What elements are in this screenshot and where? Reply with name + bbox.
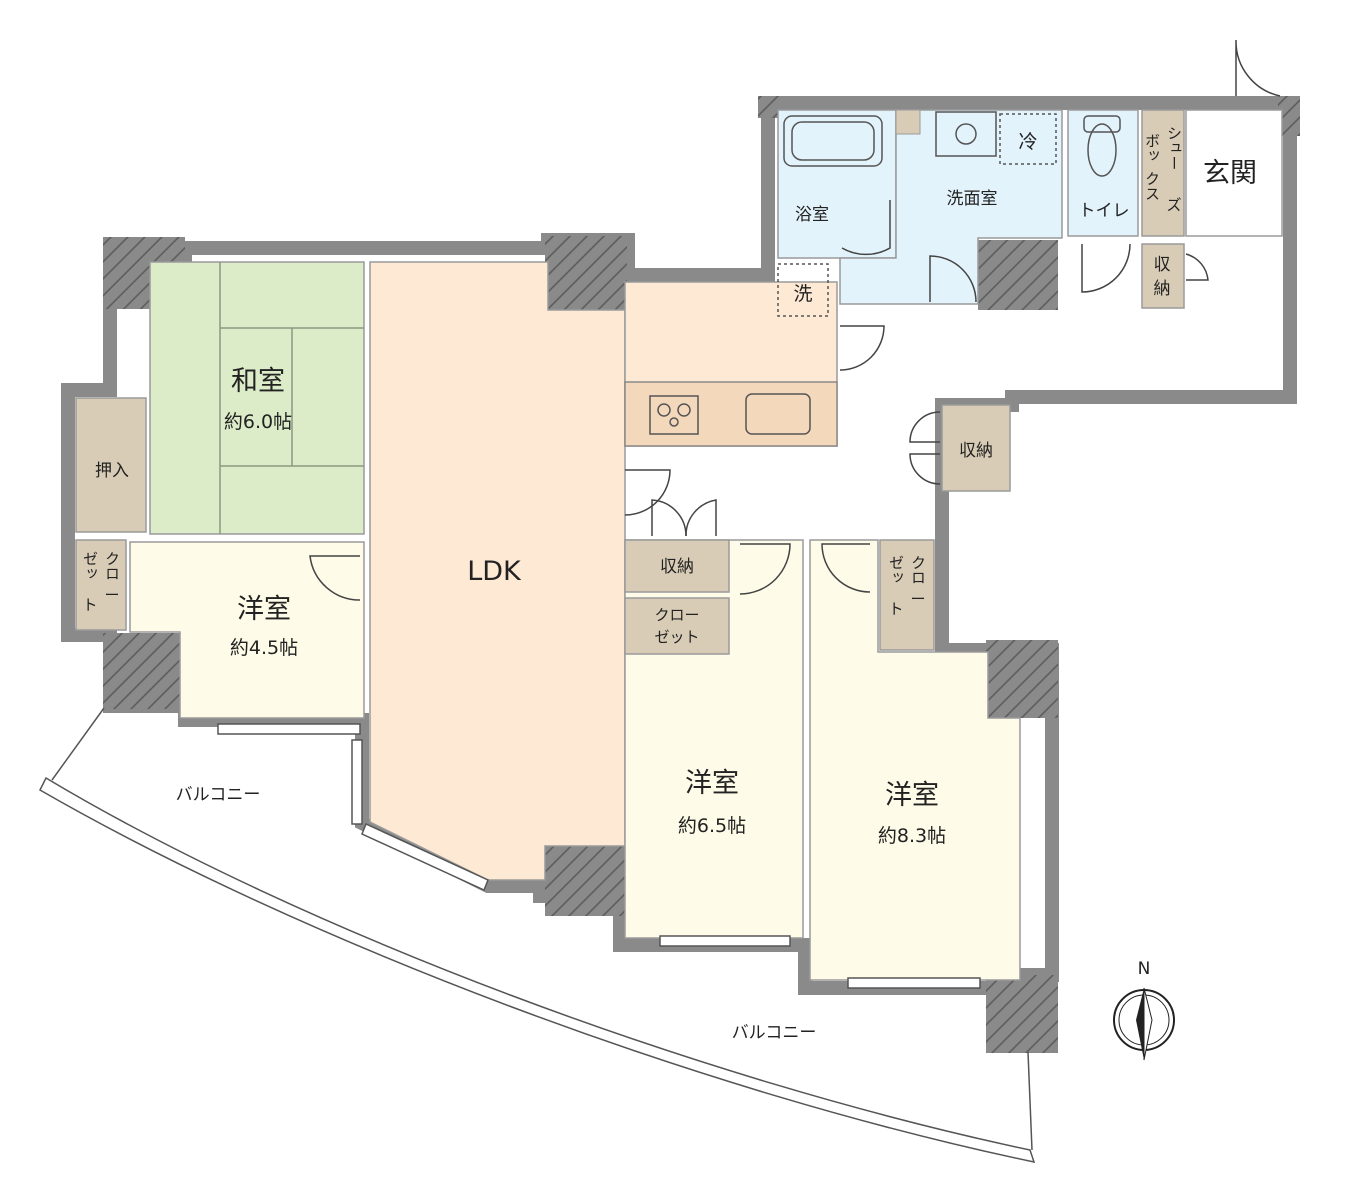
window-yoshitsu-b	[659, 935, 791, 947]
toilet-icon	[1087, 123, 1117, 177]
door-room-b	[739, 543, 791, 595]
door-ldk-hall	[624, 469, 671, 516]
label-room-c-closet-3: ゼッ	[887, 555, 905, 585]
label-room-b-storage: 収納	[660, 557, 694, 577]
label-yoshitsu-b: 洋室	[685, 768, 739, 799]
labels: 和室 約6.0帖 洋室 約4.5帖 LDK 洋室 約6.5帖 洋室 約8.3帖 …	[81, 126, 1257, 1044]
label-shoebox-3: ボッ	[1143, 133, 1161, 163]
label-room-c-closet-1: クロ	[909, 555, 927, 585]
label-entrance-storage-2: 納	[1154, 279, 1171, 299]
window-yoshitsu-c	[847, 977, 981, 989]
washbasin-icon	[935, 111, 997, 157]
door-yoshitsu-a	[309, 555, 361, 601]
label-ldk: LDK	[467, 556, 522, 587]
storage-small-wet	[895, 109, 921, 135]
storage-oshiire	[75, 397, 147, 533]
label-shoebox-2: ズ	[1166, 196, 1181, 214]
label-washitsu: 和室	[231, 366, 285, 397]
balcony-right-edge	[1027, 1051, 1033, 1151]
label-shoebox-1: シュー	[1165, 126, 1183, 171]
label-washitsu-size: 約6.0帖	[224, 411, 292, 433]
label-room-b-closet-1: クロー	[654, 606, 699, 624]
storage-entrance	[1141, 243, 1185, 309]
label-balcony-2: バルコニー	[732, 1023, 817, 1043]
label-entrance-storage-1: 収	[1154, 255, 1171, 275]
label-hall-storage: 収納	[959, 441, 993, 461]
label-room-b-closet-2: ゼット	[654, 628, 699, 646]
balcony-left-edge	[51, 707, 105, 781]
label-washer: 洗	[793, 283, 812, 305]
room-bath	[777, 109, 897, 259]
doors	[309, 39, 1281, 601]
label-yoshitsu-c: 洋室	[885, 780, 939, 811]
label-closet-left-2: ー	[104, 586, 119, 604]
kitchen-counter	[624, 381, 838, 447]
label-closet-left-1: クロ	[103, 551, 121, 581]
room-ldk	[369, 261, 626, 881]
washer-icon	[777, 263, 829, 317]
label-yoshitsu-a: 洋室	[237, 594, 291, 625]
windows	[217, 723, 981, 989]
label-closet-left-3: ゼッ	[81, 551, 99, 581]
label-yoshitsu-b-size: 約6.5帖	[678, 815, 746, 837]
storage-closet-left	[75, 539, 127, 631]
room-entrance	[1185, 109, 1283, 237]
label-compass-north: N	[1138, 959, 1151, 979]
storage-shoebox	[1141, 109, 1185, 237]
room-yoshitsu-a	[129, 541, 365, 719]
storage-hall	[941, 404, 1011, 492]
label-room-c-closet-2: ー	[910, 590, 925, 608]
structural-columns	[103, 96, 1300, 1053]
label-oshiire: 押入	[95, 461, 129, 481]
door-hall-storage-top	[909, 411, 941, 443]
door-room-b-storage-r	[685, 499, 717, 537]
label-closet-left-4: ト	[82, 596, 97, 614]
label-fridge: 冷	[1018, 131, 1037, 153]
storage-room-b	[624, 539, 730, 593]
compass	[1113, 987, 1175, 1061]
window-ldk-side	[351, 739, 363, 825]
window-ldk-bay	[361, 822, 489, 892]
room-washitsu	[149, 261, 365, 535]
door-entrance	[1235, 39, 1281, 97]
balcony	[39, 707, 1036, 1164]
door-washroom	[929, 255, 977, 303]
bathtub-icon	[783, 115, 883, 167]
label-yoshitsu-a-size: 約4.5帖	[230, 637, 298, 659]
label-balcony-1: バルコニー	[176, 785, 261, 805]
label-entrance: 玄関	[1203, 158, 1257, 189]
storage-room-c-closet	[879, 539, 935, 651]
room-washroom	[839, 109, 1063, 305]
door-entrance-storage	[1185, 253, 1209, 281]
sink-icon	[745, 393, 811, 435]
label-yoshitsu-c-size: 約8.3帖	[878, 825, 946, 847]
label-room-c-closet-4: ト	[888, 600, 903, 618]
door-room-c	[821, 543, 871, 593]
stove-icon	[649, 395, 699, 435]
window-yoshitsu-a	[217, 723, 361, 735]
label-washroom: 洗面室	[947, 189, 998, 209]
balcony-rail	[39, 776, 1036, 1164]
tatami-lines	[219, 262, 364, 534]
door-room-b-storage-l	[651, 499, 687, 537]
fixtures	[649, 111, 1121, 435]
room-fills	[75, 109, 1283, 981]
room-toilet	[1067, 109, 1139, 237]
label-bath: 浴室	[795, 205, 829, 225]
storage-room-b-closet	[624, 597, 730, 655]
label-toilet: トイレ	[1079, 201, 1130, 221]
fridge-icon	[999, 113, 1057, 165]
door-bath	[841, 200, 891, 256]
door-hall-storage-bot	[909, 453, 941, 485]
label-shoebox-4: クス	[1143, 171, 1161, 201]
door-toilet	[1081, 243, 1131, 293]
door-kitchen	[839, 325, 885, 371]
